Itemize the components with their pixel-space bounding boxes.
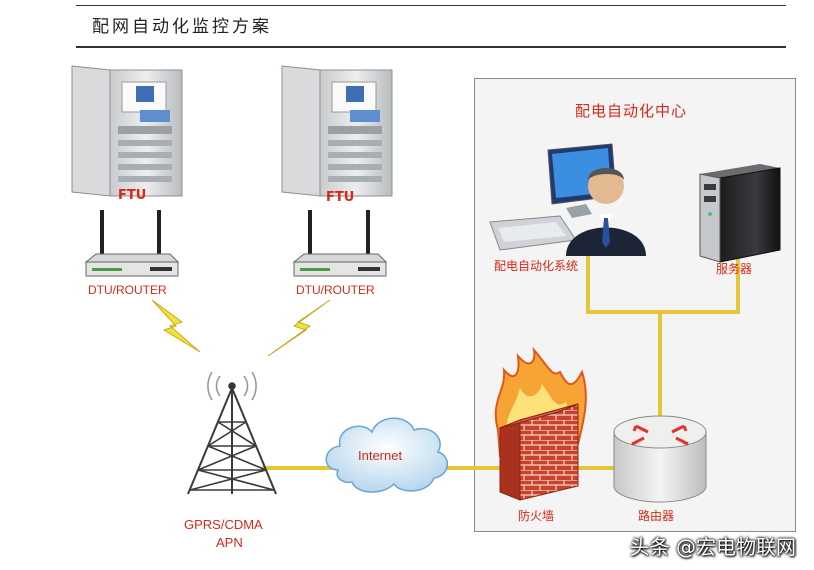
- page-title: 配网自动化监控方案: [92, 17, 272, 37]
- dtu-router-left-icon: [84, 210, 180, 277]
- lightning-left-icon: [151, 299, 201, 353]
- title-underline: [76, 46, 786, 48]
- ftu-cabinet-left-icon: [71, 65, 183, 197]
- radio-tower-icon: [187, 371, 277, 495]
- ftu-right-label: FTU: [326, 190, 355, 205]
- server-tower-icon: [699, 164, 781, 263]
- system-label: 配电自动化系统: [494, 259, 579, 273]
- center-title: 配电自动化中心: [575, 102, 688, 120]
- core-router-label: 路由器: [638, 509, 675, 523]
- internet-label: Internet: [358, 448, 403, 463]
- watermark: 头条 @宏电物联网: [629, 535, 796, 559]
- dtu-router-right-icon: [292, 210, 388, 277]
- ftu-left-label: FTU: [118, 188, 147, 203]
- ftu-cabinet-right-icon: [281, 65, 393, 197]
- tower-label-line1: GPRS/CDMA: [184, 517, 263, 532]
- operator-person-icon: [566, 168, 646, 256]
- top-rule: [76, 5, 786, 6]
- firewall-label: 防火墙: [518, 509, 555, 523]
- dtu-router-right-label: DTU/ROUTER: [296, 283, 375, 297]
- firewall-icon: [494, 346, 587, 501]
- internet-cloud-icon: [325, 417, 448, 493]
- core-router-icon: [613, 415, 707, 503]
- lightning-right-icon: [267, 299, 331, 357]
- tower-label-line2: APN: [216, 535, 243, 550]
- link-system-server: [586, 250, 740, 314]
- server-label: 服务器: [716, 262, 753, 276]
- dtu-router-left-label: DTU/ROUTER: [88, 283, 167, 297]
